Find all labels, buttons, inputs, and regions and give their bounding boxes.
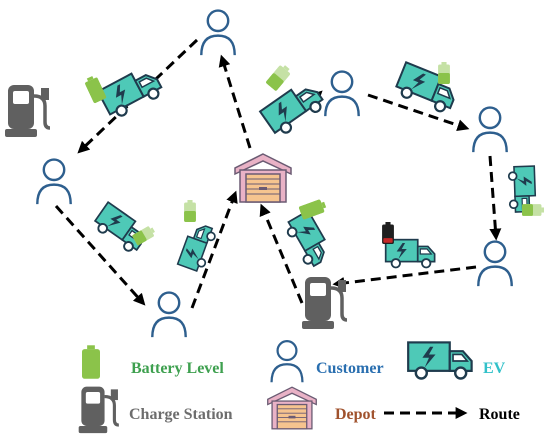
ev-with-battery [90, 201, 157, 256]
person-icon [323, 70, 361, 118]
legend-route-label: Route [479, 406, 520, 423]
ev-with-battery [282, 197, 335, 271]
battery-icon [184, 200, 196, 222]
ev-with-battery [258, 62, 328, 140]
route-arrow [367, 93, 470, 132]
route-arrow [259, 203, 304, 304]
charge-station-icon [302, 275, 349, 330]
routes [54, 38, 502, 309]
legend: Battery Level Customer EV Charge Station… [78, 339, 520, 434]
battery-icon [298, 197, 328, 221]
person-icon [270, 339, 304, 384]
electric-truck-icon [282, 209, 335, 271]
ev-with-battery [507, 165, 544, 216]
legend-depot-label: Depot [335, 406, 377, 423]
legend-customer-label: Customer [316, 360, 384, 377]
depot-warehouse-icon [234, 153, 292, 203]
electric-truck-icon [90, 201, 151, 256]
depot-warehouse-icon [267, 386, 317, 430]
battery-icon [438, 62, 450, 84]
electric-truck-icon [176, 220, 219, 274]
route-arrow [488, 155, 502, 241]
person-icon [476, 240, 514, 288]
battery-icon [382, 222, 394, 244]
electric-truck-icon [384, 238, 436, 269]
person-icon [35, 158, 73, 206]
electric-truck-icon [258, 77, 328, 140]
electric-truck-icon [96, 63, 166, 122]
battery-icon [265, 62, 293, 92]
person-icon [199, 9, 237, 57]
legend-battery-label: Battery Level [131, 360, 224, 377]
legend-charge-station-label: Charge Station [129, 406, 233, 423]
route-arrow [332, 265, 477, 289]
route-arrow [54, 204, 146, 306]
ev-with-battery [176, 200, 219, 274]
battery-icon [522, 204, 544, 216]
ev-with-battery [83, 63, 166, 122]
battery-icon [82, 345, 100, 379]
ev-with-battery [382, 222, 436, 269]
charge-station-icon [5, 83, 52, 138]
route-arrow [190, 190, 238, 309]
person-icon [150, 291, 188, 339]
legend-ev-label: EV [483, 360, 506, 377]
charge-station-icon [78, 385, 121, 434]
electric-truck-icon [406, 341, 473, 380]
route-arrow [218, 54, 252, 149]
person-icon [471, 106, 509, 154]
